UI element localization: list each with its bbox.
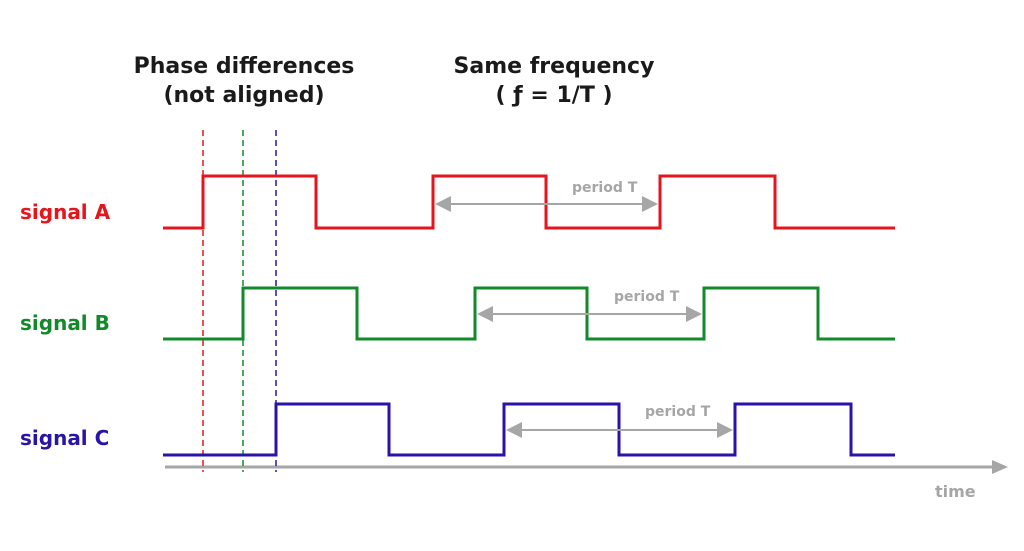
signal-a-waveform bbox=[163, 174, 895, 230]
signal-b-period-label: period T bbox=[614, 289, 680, 305]
phase-heading-line1: Phase differences bbox=[133, 54, 355, 79]
time-axis-label: time bbox=[935, 482, 976, 501]
frequency-heading: Same frequency ( ƒ = 1/T ) bbox=[444, 52, 664, 110]
signal-c-period-label: period T bbox=[645, 404, 711, 420]
time-axis-arrowhead bbox=[992, 460, 1008, 474]
signal-c-label: signal C bbox=[20, 426, 110, 450]
signal-a-label: signal A bbox=[20, 200, 111, 224]
signal-b-waveform bbox=[163, 286, 895, 341]
phase-heading-line2: (not aligned) bbox=[163, 83, 325, 108]
signal-c-waveform bbox=[163, 402, 895, 457]
frequency-heading-line1: Same frequency bbox=[453, 54, 655, 79]
signal-a-period-label: period T bbox=[572, 180, 638, 196]
signal-b-label: signal B bbox=[20, 311, 110, 335]
frequency-heading-line2: ( ƒ = 1/T ) bbox=[495, 83, 613, 108]
phase-heading: Phase differences (not aligned) bbox=[124, 52, 364, 110]
